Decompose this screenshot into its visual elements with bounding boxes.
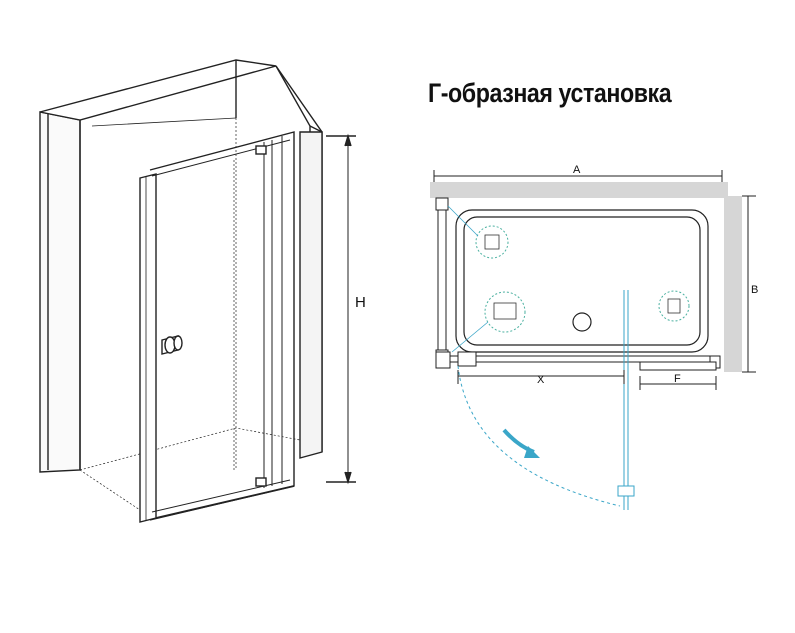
left-profile [437,200,447,360]
drain-icon [572,312,592,332]
top-hinge [255,145,267,155]
shower-tray-inner [463,216,701,346]
height-arrow-top [344,133,352,147]
open-door-hinge [617,485,635,497]
right-wall-side [309,125,323,133]
right-wall-face [299,131,323,459]
page-title: Г-образная установка [428,78,672,108]
floor-line-2 [79,469,141,511]
door-top-rail [151,139,291,177]
door-handle-knob [161,335,183,355]
top-wall [430,182,728,198]
dim-x-label: X [537,374,545,386]
dim-f-label: F [674,373,681,385]
fixed-panel-bar [639,361,717,371]
bottom-glass-line [438,355,720,363]
door-bottom-rail-2 [155,485,295,519]
swing-arrow-icon [502,428,540,458]
floor-line [79,427,301,471]
door-swing-arc [457,365,621,507]
door-profile [263,132,295,488]
back-corner-line [79,117,237,132]
right-wall [724,196,742,372]
dim-b-label: B [751,284,758,296]
left-profile-top-clip [435,197,449,211]
door-bottom-rail [151,479,291,513]
door-hinge-block [457,351,477,367]
bottom-left-clamp [435,351,451,369]
bottom-hinge [255,477,267,487]
height-arrow-bottom [344,471,352,485]
dim-a-label: A [573,164,581,176]
height-label: H [355,294,366,311]
